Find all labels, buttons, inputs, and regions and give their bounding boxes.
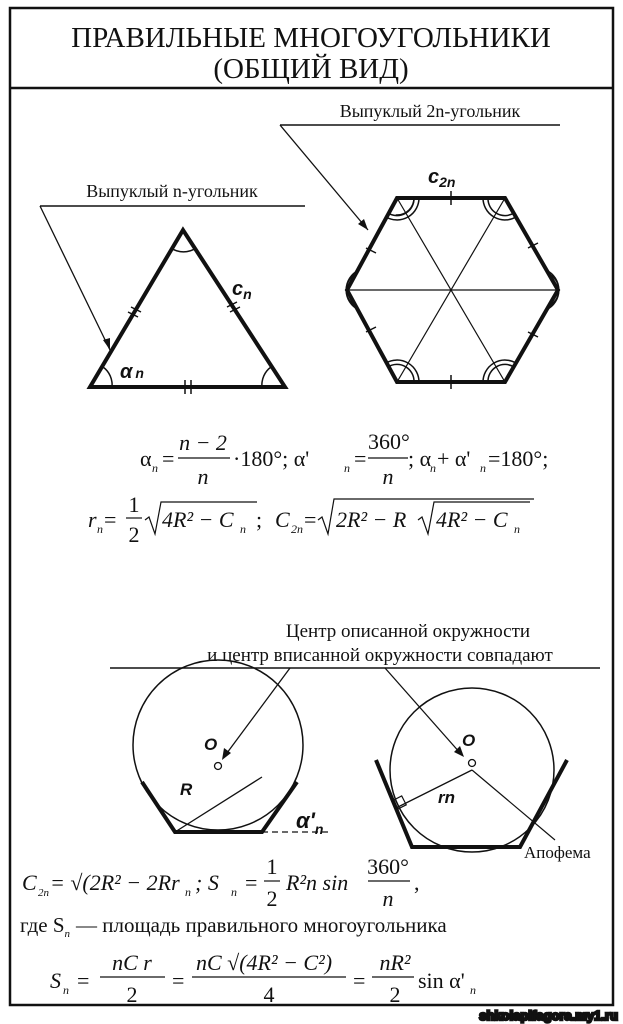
- formula-angles: α n = n − 2 n ·180°; α' n = 360° n ; α n…: [140, 429, 548, 489]
- side-c2n: c2n: [428, 166, 455, 190]
- svg-text:n: n: [430, 461, 436, 475]
- center-o-1: O: [204, 735, 217, 754]
- svg-text:=: =: [77, 968, 89, 993]
- svg-text:n: n: [383, 464, 394, 489]
- svg-text:1: 1: [267, 854, 278, 879]
- svg-text:; S: ; S: [195, 870, 219, 895]
- svg-text:S: S: [50, 968, 61, 993]
- svg-text:·180°; α': ·180°; α': [233, 446, 309, 471]
- arrow-center-2: [384, 667, 462, 755]
- title-line1: ПРАВИЛЬНЫЕ МНОГОУГОЛЬНИКИ: [71, 22, 551, 54]
- label-2n-gon: Выпуклый 2n-угольник: [340, 101, 521, 121]
- svg-text:=: =: [172, 968, 184, 993]
- svg-text:1: 1: [129, 492, 140, 517]
- svg-text:sin α': sin α': [418, 968, 465, 993]
- svg-text:n: n: [344, 461, 350, 475]
- side-cn: cn: [232, 278, 252, 302]
- svg-text:;: ;: [256, 507, 262, 532]
- svg-text:C: C: [275, 507, 290, 532]
- svg-text:4R² − C: 4R² − C: [436, 507, 508, 532]
- svg-text:n: n: [383, 886, 394, 911]
- svg-text:=: =: [304, 507, 316, 532]
- arrow-center-1: [223, 667, 291, 758]
- exterior-angle: α'n: [296, 808, 323, 837]
- svg-text:; α: ; α: [408, 446, 432, 471]
- arrow-n: [39, 205, 111, 351]
- svg-text:C: C: [22, 870, 37, 895]
- formula-area: S n = nC r 2 = nC √(4R² − C²) 4 = nR² 2 …: [50, 950, 476, 1007]
- inradius-rn: rn: [438, 788, 455, 807]
- svg-text:n − 2: n − 2: [179, 430, 227, 455]
- svg-text:n: n: [152, 461, 158, 475]
- svg-text:n: n: [63, 983, 69, 997]
- apothem-label: Апофема: [524, 843, 591, 862]
- svg-text:360°: 360°: [368, 429, 410, 454]
- svg-text:2n: 2n: [291, 522, 303, 536]
- svg-text:=: =: [353, 968, 365, 993]
- hexagon: [344, 180, 561, 389]
- svg-text:n: n: [480, 461, 486, 475]
- svg-text:R²n sin: R²n sin: [285, 870, 348, 895]
- svg-text:=: =: [354, 446, 366, 471]
- svg-text:=180°;: =180°;: [488, 446, 548, 471]
- svg-text:α: α: [140, 446, 152, 471]
- inscribed-circle-figure: [374, 687, 569, 853]
- center-o-2: O: [462, 731, 475, 750]
- svg-text:n: n: [240, 522, 246, 536]
- svg-text:4R² − C: 4R² − C: [162, 507, 234, 532]
- formula-radius-side: r n = 1 2 4R² − C n ; C 2n = 2R² − R 4R²…: [88, 492, 534, 547]
- svg-text:=: =: [162, 446, 174, 471]
- circumscribed-circle-figure: [132, 659, 332, 834]
- svg-text:2n: 2n: [38, 887, 50, 899]
- svg-text:n: n: [97, 522, 103, 536]
- svg-text:nR²: nR²: [379, 950, 410, 975]
- caption-line2: и центр вписанной окружности совпадают: [207, 645, 553, 666]
- label-n-gon: Выпуклый n-угольник: [86, 181, 258, 201]
- formula-c2n-area: C 2n = √(2R² − 2Rr n ; S n = 1 2 R²n sin…: [22, 854, 420, 911]
- svg-text:n: n: [514, 522, 520, 536]
- svg-text:n: n: [231, 885, 237, 899]
- svg-text:=: =: [104, 507, 116, 532]
- svg-text:r: r: [88, 507, 97, 532]
- svg-text:2: 2: [129, 522, 140, 547]
- svg-text:n: n: [198, 464, 209, 489]
- title-line2: (ОБЩИЙ ВИД): [213, 53, 408, 85]
- svg-text:= √(2R² − 2Rr: = √(2R² − 2Rr: [50, 870, 180, 895]
- svg-text:=: =: [245, 870, 257, 895]
- svg-text:nC r: nC r: [112, 950, 152, 975]
- svg-text:,: ,: [414, 870, 420, 895]
- caption-line1: Центр описанной окружности: [286, 621, 530, 642]
- svg-text:4: 4: [264, 982, 275, 1007]
- svg-text:nC √(4R² − C²): nC √(4R² − C²): [196, 950, 332, 975]
- watermark: shkolapifagora.my1.ru: [479, 1008, 618, 1023]
- arrow-2n: [279, 124, 369, 231]
- radius-r: R: [180, 780, 193, 799]
- area-definition: где Sn— площадь правильного многоугольни…: [20, 913, 447, 940]
- svg-text:360°: 360°: [367, 854, 409, 879]
- svg-text:n: n: [185, 885, 191, 899]
- svg-text:2: 2: [267, 886, 278, 911]
- svg-text:+ α': + α': [437, 446, 470, 471]
- outer-border: [8, 6, 615, 1007]
- svg-text:n: n: [470, 983, 476, 997]
- svg-text:2: 2: [390, 982, 401, 1007]
- triangle: [86, 226, 289, 394]
- svg-text:2R² − R: 2R² − R: [336, 507, 407, 532]
- svg-text:2: 2: [127, 982, 138, 1007]
